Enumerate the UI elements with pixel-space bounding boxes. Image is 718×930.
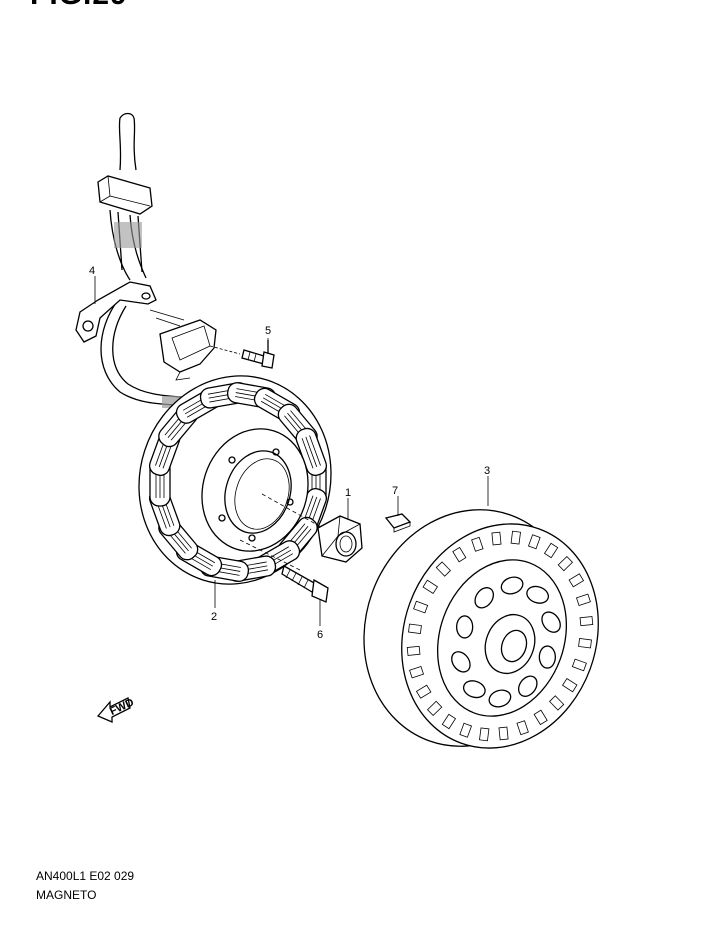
callout-1: 1 — [345, 487, 351, 499]
coil-winding — [309, 435, 321, 466]
rotor-vent-hole — [451, 651, 471, 673]
rotor-tooth — [471, 536, 484, 552]
rotor-tooth — [578, 638, 592, 649]
rotor-vent-hole — [462, 680, 486, 699]
rotor-tooth — [568, 573, 585, 588]
rotor-vent-hole — [538, 645, 556, 669]
rotor-vent-hole — [517, 675, 538, 697]
rotor-tooth — [409, 665, 425, 679]
callout-3: 3 — [484, 465, 490, 477]
rotor-part-3 — [363, 509, 599, 749]
figure-title: FIG.29 — [30, 0, 128, 12]
rotor-tooth — [543, 542, 559, 559]
rotor-tooth — [452, 546, 467, 563]
diagram-name: MAGNETO — [36, 888, 97, 902]
rotor-tooth — [426, 700, 443, 717]
rotor-tooth — [561, 677, 578, 693]
rotor-tooth — [498, 726, 509, 741]
coil-winding — [305, 436, 318, 468]
callout-5: 5 — [265, 325, 271, 337]
coil-winding — [301, 438, 314, 469]
nut-part-1 — [317, 515, 363, 563]
rotor-tooth — [408, 623, 422, 634]
fwd-label: FWD — [108, 696, 136, 717]
rotor-tooth — [557, 555, 574, 572]
diagram-code: AN400L1 E02 029 — [36, 869, 135, 883]
rotor-tooth — [415, 684, 432, 699]
rotor-tooth — [571, 658, 587, 672]
wire-harness — [97, 112, 193, 408]
rotor-tooth — [510, 530, 521, 545]
rotor-tooth — [413, 600, 429, 614]
rotor-vent-hole — [488, 689, 512, 708]
pickup-sensor — [149, 309, 241, 381]
rotor-tooth — [479, 727, 490, 742]
key-part-7 — [384, 513, 412, 533]
callout-leaders — [94, 276, 489, 626]
rotor-tooth — [527, 534, 541, 550]
callout-6: 6 — [317, 629, 323, 641]
rotor-vent-hole — [474, 587, 495, 609]
rotor-tooth — [516, 720, 529, 736]
bolt-part-6 — [281, 565, 329, 603]
stator-part-2 — [138, 375, 332, 585]
rotor-tooth — [435, 561, 451, 577]
rotor-tooth — [549, 695, 565, 711]
rotor-tooth — [579, 616, 594, 627]
rotor-vent-hole — [500, 576, 524, 595]
fwd-arrow-icon: FWD — [96, 696, 136, 723]
rotor-tooth — [459, 722, 473, 738]
rotor-vent-hole — [541, 611, 561, 633]
bracket-part-4 — [75, 281, 157, 343]
screw-part-5 — [241, 340, 275, 369]
rotor-tooth — [406, 645, 421, 656]
rotor-vent-hole — [456, 615, 474, 639]
rotor-tooth — [533, 709, 548, 726]
rotor-tooth — [422, 579, 439, 595]
callout-7: 7 — [392, 485, 398, 497]
callout-2: 2 — [211, 611, 217, 623]
rotor-tooth — [491, 531, 502, 546]
rotor-vent-hole — [526, 585, 550, 604]
rotor-tooth — [575, 593, 591, 607]
rotor-tooth — [441, 713, 457, 730]
callout-4: 4 — [89, 265, 95, 277]
